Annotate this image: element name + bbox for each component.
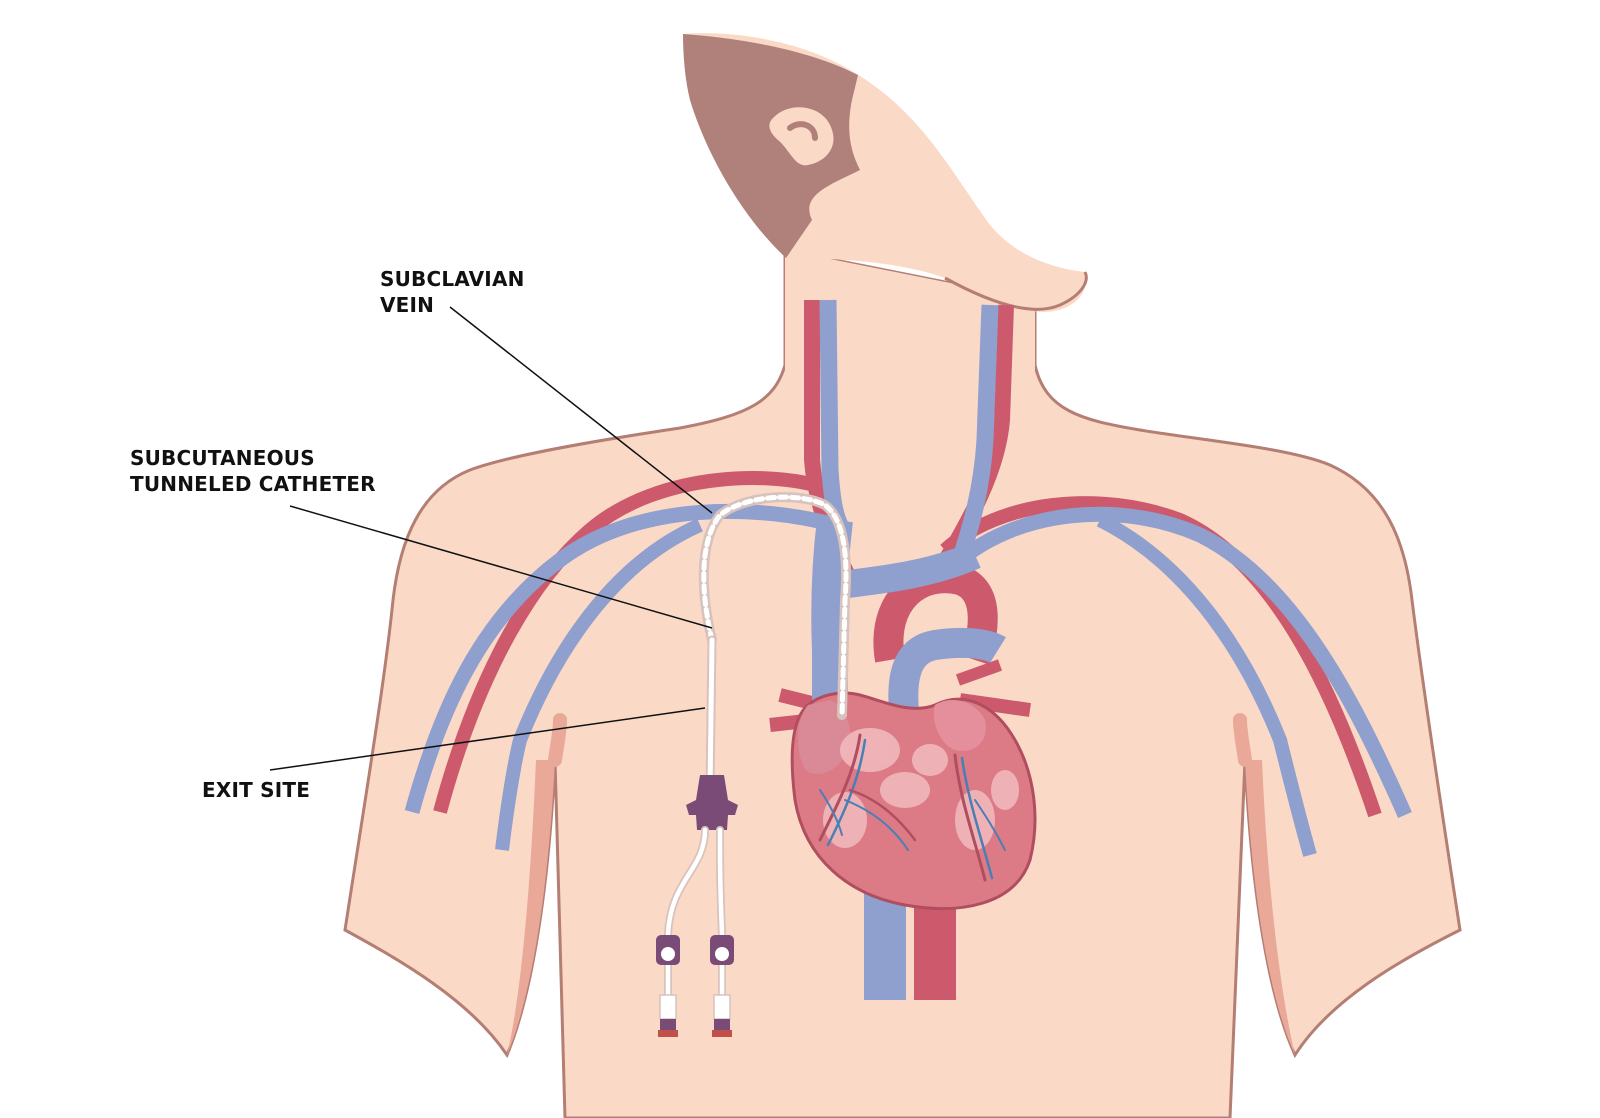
connector-right-icon [712,994,732,1037]
jaw-line [944,271,1088,311]
label-subclavian-line-2: VEIN [380,293,435,317]
label-exit-text: EXIT SITE [202,778,311,802]
neck-skin [785,250,1035,370]
leader-catheter [289,505,713,629]
catheter [656,492,851,1037]
brachiocephalic-vein [838,542,981,599]
superior-vena-cava [811,517,853,700]
right-atrium [797,700,851,774]
catheter-hub-icon [686,775,738,830]
pulmonary-artery [888,627,1006,722]
ear-icon [769,107,834,166]
left-arm-shadow [507,760,555,1055]
left-cephalic-vein [495,518,703,851]
leader-subclavian-vein [449,306,713,514]
clamp-right-icon [710,935,734,965]
hair-icon [683,34,860,258]
right-subclavian-vein [955,506,1412,819]
right-armpit-line [1233,713,1252,767]
label-catheter-line-1: SUBCUTANEOUS [130,446,315,470]
clamp-left-icon [656,935,680,965]
left-armpit-line [548,713,567,767]
leader-lines [269,306,713,771]
left-subclavian-vein [404,503,837,814]
right-arm-shadow [1245,760,1295,1055]
coronary-vessels [818,733,1006,882]
leader-exit-site [269,707,706,771]
label-subcutaneous-catheter: SUBCUTANEOUS TUNNELED CATHETER [130,445,376,497]
tunneled-catheter-dash [701,494,849,718]
label-subclavian-vein: SUBCLAVIAN VEIN [380,266,525,318]
vessel-stub-4 [955,659,1003,686]
ear-inner [787,121,818,141]
left-subclavian-artery [433,471,833,814]
connector-left-icon [658,994,678,1037]
right-cephalic-vein [1096,513,1317,857]
label-catheter-line-2: TUNNELED CATHETER [130,472,376,496]
label-subclavian-line-1: SUBCLAVIAN [380,267,525,291]
label-exit-site: EXIT SITE [202,777,310,803]
left-atrium [933,700,986,751]
head [683,33,1088,370]
veins [404,299,1412,1000]
heart-fat [823,728,1019,850]
heart-icon [790,691,1037,911]
aortic-arch [873,563,998,665]
